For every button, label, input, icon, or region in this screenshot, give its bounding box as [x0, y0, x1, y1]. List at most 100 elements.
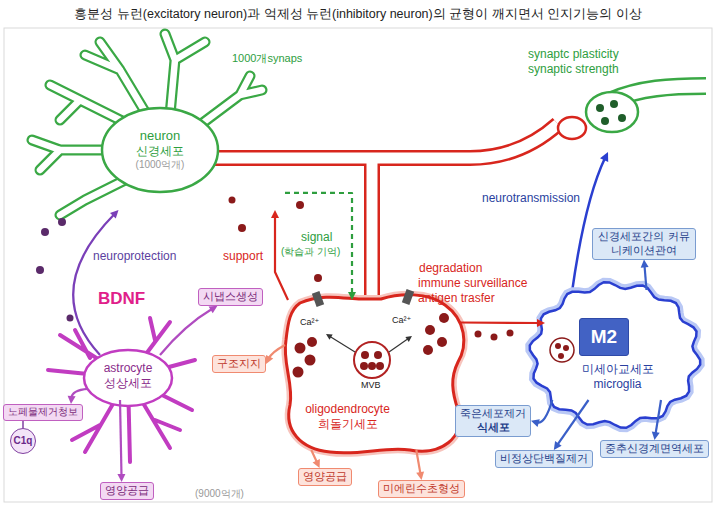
connector-arrow — [275, 216, 288, 300]
granule-dot — [425, 325, 435, 335]
node-text: 식세포 — [460, 421, 526, 435]
astrocyte-body — [84, 350, 172, 406]
arrowhead — [405, 336, 412, 342]
node-text: astrocyte — [88, 361, 168, 376]
node-text: oligodendrocyte — [285, 402, 410, 417]
phagosome — [550, 338, 574, 362]
annotation-label: antigen trasfer — [418, 292, 495, 306]
function-box: 신경세포간의 커뮤니케이션관여 — [592, 228, 696, 260]
connector-arrow — [416, 450, 420, 474]
mvb-arrow — [389, 339, 408, 352]
annotation-label: neurotransmission — [482, 192, 580, 206]
node-text: 성상세포 — [88, 376, 168, 391]
granule-dot — [58, 218, 66, 226]
node-text: 중추신경계면역세포 — [605, 442, 704, 456]
axon-fill — [205, 124, 558, 305]
vesicle — [618, 114, 626, 122]
annotation-label: Ca²⁺ — [392, 315, 411, 325]
connector-arrow — [537, 400, 553, 423]
annotation-label: immune surveillance — [418, 277, 527, 291]
node-text: 미에린수초형성 — [383, 482, 460, 496]
node-text: C1q — [14, 435, 33, 448]
frame — [4, 28, 712, 502]
granule-dot — [439, 313, 449, 323]
leader-line — [22, 421, 24, 428]
microglia-body — [530, 282, 700, 428]
granule-dot — [555, 343, 561, 349]
function-box: 영양공급 — [298, 468, 352, 486]
dendrite-fill — [32, 34, 262, 215]
arrowhead — [348, 292, 356, 300]
axon-outline — [205, 124, 558, 305]
granule-dot — [305, 355, 316, 366]
oligodendrocyte-body — [285, 295, 464, 453]
connector-arrow — [120, 400, 122, 476]
axon-terminal — [558, 117, 586, 139]
granule-dot — [67, 315, 74, 322]
granule-dot — [437, 337, 447, 347]
neuron-dendrites — [32, 34, 262, 215]
function-box: 노페물제거청보 — [3, 404, 83, 421]
oligodendrocyte-cell: oligodendrocyte희돌기세포 — [285, 300, 460, 450]
granule-dot — [374, 351, 382, 359]
node-text: 구조지지 — [217, 357, 261, 371]
node-text: 비정상단백질제거 — [500, 452, 588, 466]
function-box: 시냅스생성 — [198, 288, 263, 306]
connector-arrow — [460, 321, 539, 324]
granule-dot — [507, 330, 514, 337]
granule-dot — [491, 334, 498, 341]
vesicle — [610, 100, 618, 108]
dendrite-outline — [32, 34, 262, 215]
calcium-channel — [312, 291, 324, 307]
synapse-spine — [586, 92, 638, 132]
connector-arrow — [160, 309, 212, 355]
mvb-vesicle — [354, 342, 390, 378]
arrowhead — [326, 334, 333, 340]
function-box: 구조지지 — [212, 355, 266, 373]
connector-arrow — [656, 400, 662, 434]
granule-dot — [314, 274, 322, 282]
granule-dot — [376, 362, 384, 370]
node-text: 시냅스생성 — [203, 290, 258, 304]
granule-dot — [563, 345, 569, 351]
astrocyte-cell: astrocyte성상세포 — [88, 355, 168, 400]
node-text: 신경세포간의 커뮤니케이션관여 — [597, 230, 691, 258]
connector-arrow — [311, 450, 317, 463]
granule-dot — [360, 362, 368, 370]
node-text: 신경세포 — [100, 144, 220, 159]
node-text: 희돌기세포 — [285, 417, 410, 432]
connector-arrow — [269, 345, 285, 359]
granule-dot — [423, 345, 433, 355]
m2-box: M2 — [579, 318, 629, 356]
vesicle — [596, 104, 604, 112]
granule-dot — [36, 266, 44, 274]
neurotransmission-arrow — [572, 158, 605, 292]
vesicle — [601, 117, 609, 125]
connector-arrow — [645, 266, 647, 291]
granule-dot — [293, 367, 304, 378]
microglia-glow — [530, 282, 700, 428]
oligodendrocyte-glow — [285, 295, 464, 453]
connector-arrow — [557, 400, 588, 445]
connector-arrow — [71, 389, 88, 398]
granule-dot — [295, 343, 306, 354]
edge-label: degradation — [418, 262, 483, 276]
node-text: microglia — [545, 377, 690, 392]
granule-dot — [368, 362, 376, 370]
annotation-label: synaptc plasticity — [528, 48, 619, 62]
connector-arrow — [73, 214, 114, 355]
function-box: 비정상단백질제거 — [495, 450, 593, 468]
annotation-label: (9000억개) — [195, 488, 244, 500]
neuron-cell: neuron신경세포(1000억개) — [100, 100, 285, 210]
function-box: 죽은세포제거식세포 — [455, 405, 531, 437]
granule-dot — [238, 224, 246, 232]
annotation-label: BDNF — [98, 289, 145, 309]
granule-dot — [229, 197, 236, 204]
granule-dot — [475, 331, 482, 338]
edge-label: support — [222, 250, 264, 264]
edge-label: signal — [300, 231, 333, 245]
calcium-channel — [402, 289, 414, 305]
node-text: 영양공급 — [303, 470, 347, 484]
function-box: 중추신경계면역세포 — [600, 440, 709, 458]
node-text: 미세아교세포 — [545, 362, 690, 377]
